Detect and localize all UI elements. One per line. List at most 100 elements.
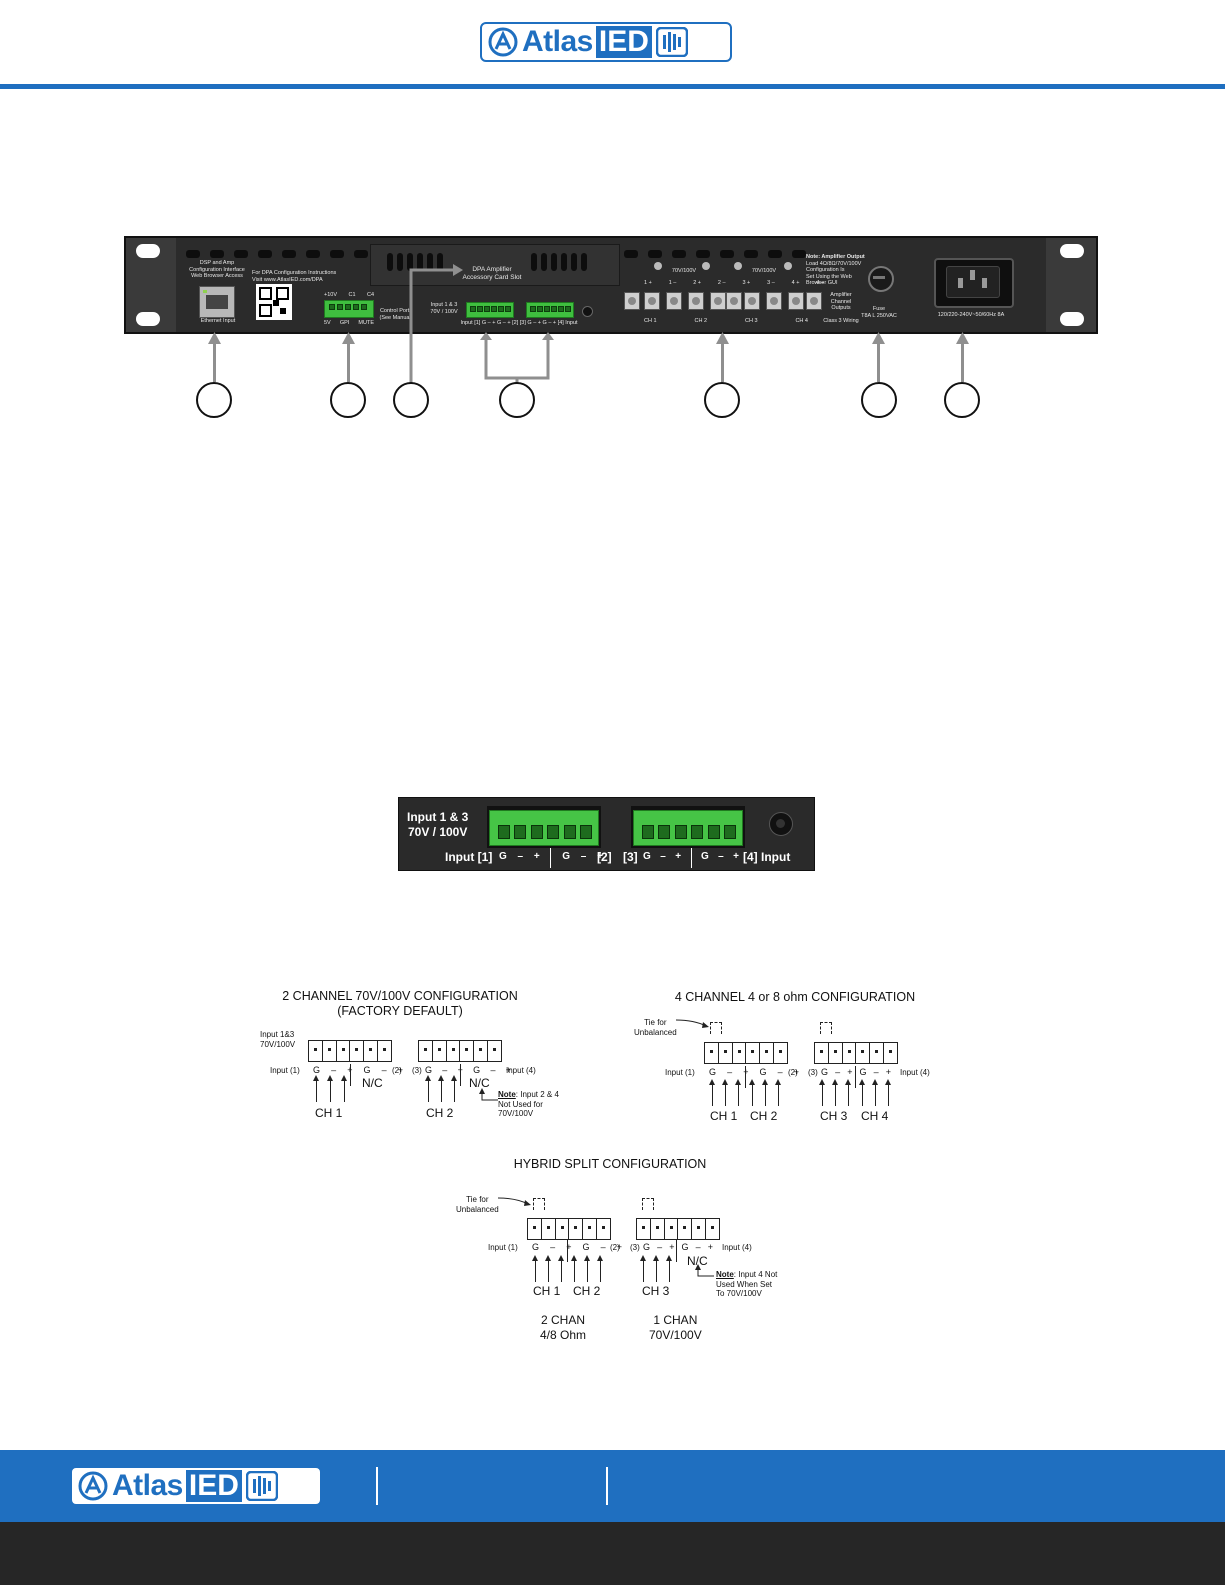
control-port-terminal[interactable] [324,300,374,318]
diagram-hybrid-group-b: 1 CHAN 70V/100V [649,1313,702,1342]
output-terminal-screw[interactable] [624,292,640,310]
vent [186,250,200,258]
diagram-hybrid-pins-a: G–+ G–+ [532,1242,622,1252]
vent [234,250,248,258]
rack-hole [1060,244,1084,258]
diagram-4ch-pins-b: G–+ G–+ [821,1067,891,1077]
diagram-2ch-ch1: CH 1 [315,1106,343,1120]
logo-ied: IED [595,26,652,58]
output-70v-label-a: 70V/100V [671,268,697,274]
diagram-4ch-title: 4 CHANNEL 4 or 8 ohm CONFIGURATION [674,990,916,1004]
diagram-4ch-input1: Input (1) [665,1068,695,1077]
output-terminal-screw[interactable] [666,292,682,310]
arrow-up [640,1255,646,1282]
power-inlet[interactable] [934,258,1014,308]
diagram-4ch-in3: (3) [808,1068,818,1077]
callout-circle-1 [196,382,232,418]
diagram-hybrid-in2: (2) [610,1243,620,1252]
callout-arrow-5 [721,340,724,382]
ethernet-description: DSP and Amp Configuration Interface Web … [189,260,245,279]
fuse-holder[interactable] [868,266,894,292]
output-terminal-screw[interactable] [788,292,804,310]
vent [648,250,662,258]
arrow-up [584,1255,590,1282]
arrow-up [859,1079,865,1106]
arrow-up [722,1079,728,1106]
output-terminal-screw[interactable] [710,292,726,310]
diagram-4ch-connector-a [704,1042,788,1064]
vent [210,250,224,258]
output-terminal-screw[interactable] [806,292,822,310]
diagram-hybrid-ch3: CH 3 [642,1284,670,1298]
callout-circle-5 [704,382,740,418]
tie-pointer [498,1197,531,1206]
output-70v-label-b: 70V/100V [751,268,777,274]
amp-output-label: Amplifier Channel Outputs [830,292,852,311]
inset-input3: [3] [623,850,638,864]
output-terminal-screw[interactable] [744,292,760,310]
callout-circle-7 [944,382,980,418]
note-pointer [695,1264,714,1277]
callout-arrow-3 [409,264,463,383]
right-rack-ear [1046,238,1096,332]
inset-terminal-b[interactable] [631,806,745,848]
arrow-up [532,1255,538,1282]
qr-code [256,284,292,320]
input-terminal-a[interactable] [466,302,514,318]
config-instructions: For DPA Configuration Instructions Visit… [252,270,337,283]
vent [792,250,806,258]
diagram-hybrid-connector-b [636,1218,720,1240]
vent [720,250,734,258]
footer-dark-band [0,1522,1225,1585]
diagram-hybrid-sep-a [567,1240,568,1262]
ethernet-port[interactable] [199,286,235,318]
fuse-label: Fuse T8A L 250VAC [861,306,897,319]
input-rating-label: Input 1 & 3 70V / 100V [430,302,458,315]
arrow-up [558,1255,564,1282]
arrow-up [845,1079,851,1106]
input-terminal-b[interactable] [526,302,574,318]
rack-hole [136,312,160,326]
diagram-hybrid-sep-b [676,1240,677,1262]
diagram-2ch-input4: Input (4) [506,1066,536,1075]
diagram-2ch-pins-b: G–+ G–+ [425,1065,511,1075]
logo-word: Atlas [522,25,593,58]
left-rack-ear [126,238,176,332]
arrow-up [438,1075,444,1102]
diagram-2ch-connector-b [418,1040,502,1062]
rack-hole [136,244,160,258]
vent [282,250,296,258]
arrow-up [341,1075,347,1102]
output-terminal-screw[interactable] [726,292,742,310]
inset-terminal-a[interactable] [487,806,601,848]
atlas-a-icon [488,27,518,57]
callout-circle-6 [861,382,897,418]
diagram-hybrid-pins-b: G–+ G–+ [643,1242,713,1252]
inset-right-pins: G–+ G–+ [643,848,739,868]
arrow-up [571,1255,577,1282]
bridge-screw [734,262,742,270]
arrow-up [327,1075,333,1102]
output-terminal-labels: 1 +1 – 2 +2 – 3 +3 – 4 +4 – [644,280,824,286]
diagram-4ch-tie-label: Tie for Unbalanced [634,1018,677,1037]
output-terminal-screw[interactable] [688,292,704,310]
arrow-up [775,1079,781,1106]
diagram-hybrid-title: HYBRID SPLIT CONFIGURATION [513,1157,707,1171]
vent [306,250,320,258]
diagram-2ch-ch2: CH 2 [426,1106,454,1120]
inset-input2: [2] [597,850,612,864]
diagram-2ch-connector-a [308,1040,392,1062]
callout-arrow-1 [213,340,216,382]
arrow-up [313,1075,319,1102]
callout-circle-4 [499,382,535,418]
bridge-screw [702,262,710,270]
output-terminal-screw[interactable] [644,292,660,310]
rack-hole [1060,312,1084,326]
arrow-up [885,1079,891,1106]
output-terminal-screw[interactable] [766,292,782,310]
diagram-hybrid-group-a: 2 CHAN 4/8 Ohm [540,1313,587,1342]
footer-divider [376,1467,378,1505]
diagram-hybrid-tie-label: Tie for Unbalanced [456,1195,499,1214]
